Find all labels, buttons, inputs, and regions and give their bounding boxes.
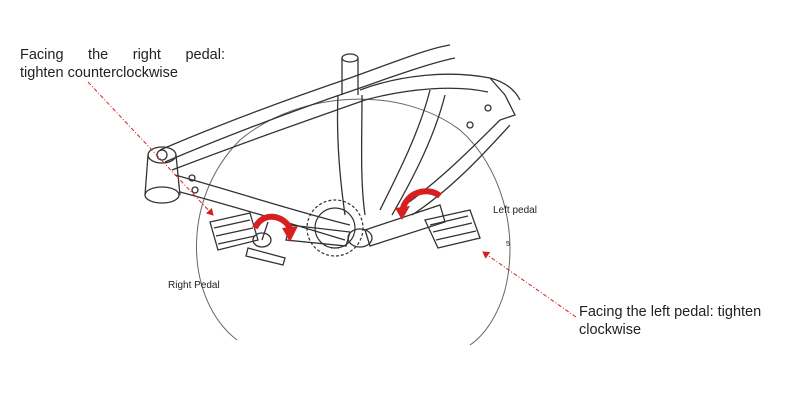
left-pedal-body bbox=[424, 209, 481, 249]
frame-top-tube bbox=[159, 44, 456, 171]
left-pedal-leader-line bbox=[482, 251, 577, 318]
right-instr-word-1: Facing bbox=[20, 47, 64, 63]
left-pedal-label: Left pedal bbox=[493, 205, 537, 216]
right-instr-word-4: pedal: bbox=[185, 47, 225, 63]
right-pedal-instruction-line1: Facing the right pedal: bbox=[20, 46, 225, 64]
frame-head-tube bbox=[144, 146, 181, 204]
frame-rear-triangle bbox=[359, 73, 521, 216]
left-pedal-instruction: Facing the left pedal: tighten clockwise bbox=[579, 303, 784, 339]
right-pedal-body bbox=[209, 212, 272, 251]
tiny-mark-label: 5 bbox=[506, 241, 510, 248]
right-instr-word-2: the bbox=[88, 47, 109, 63]
rotation-guide-arc bbox=[196, 98, 511, 346]
left-pedal-instruction-line1: Facing the left pedal: tighten bbox=[579, 304, 762, 320]
allen-wrench bbox=[245, 221, 286, 266]
right-instr-word-3: right bbox=[132, 47, 161, 63]
right-pedal-instruction: Facing the right pedal: tighten counterc… bbox=[20, 46, 225, 82]
right-pedal-instruction-line2: tighten counterclockwise bbox=[20, 65, 178, 81]
crankset bbox=[285, 204, 446, 248]
left-pedal-instruction-line2: clockwise bbox=[579, 322, 642, 338]
right-pedal-label: Right Pedal bbox=[168, 280, 220, 291]
clockwise-arrow-icon bbox=[395, 188, 442, 220]
counterclockwise-arrow-icon bbox=[252, 213, 298, 242]
right-pedal-leader-line bbox=[87, 81, 214, 216]
frame-seat-tube bbox=[336, 53, 366, 216]
